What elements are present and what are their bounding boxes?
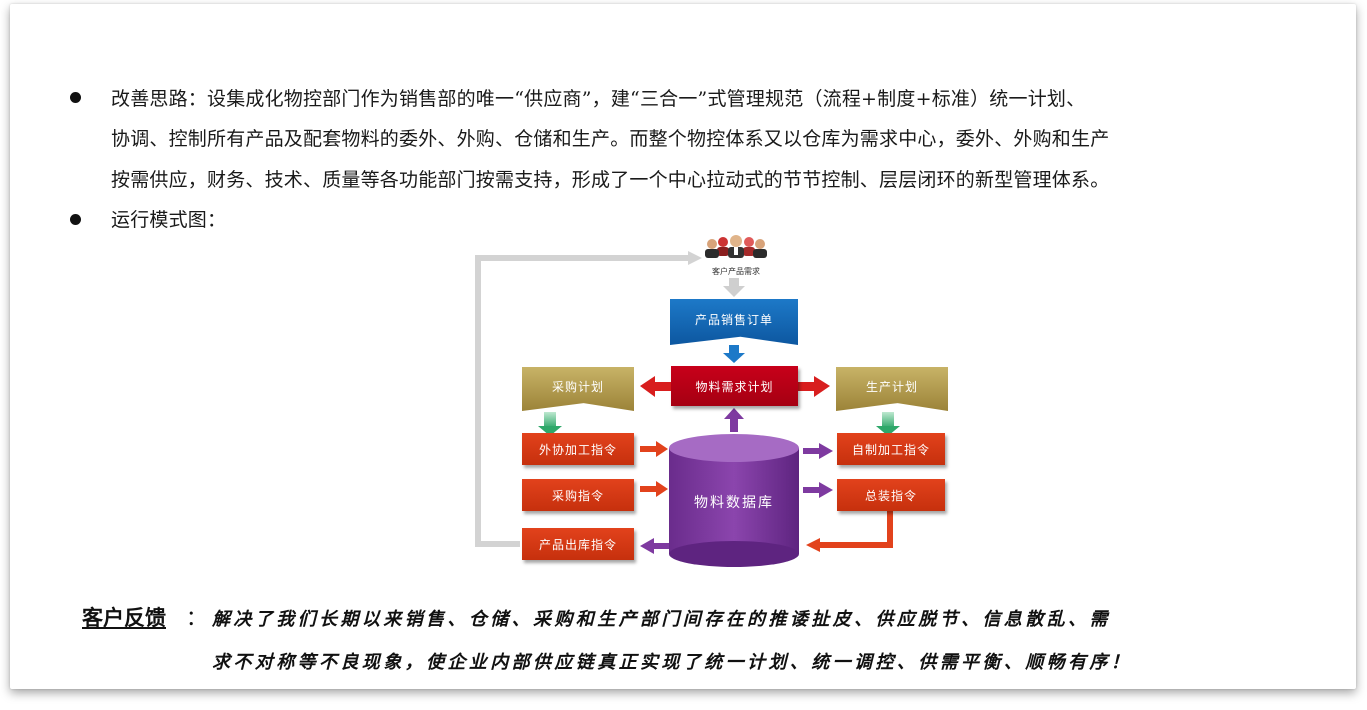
- text-line: 按需供应，财务、技术、质量等各功能部门按需支持，形成了一个中心拉动式的节节控制、…: [111, 169, 1110, 191]
- db-to-assembly-arrow: [803, 482, 833, 498]
- text-line: 运行模式图：: [111, 209, 227, 231]
- mrp-to-purchase-plan-arrow: [640, 376, 671, 397]
- material-database-cylinder: [669, 434, 799, 567]
- feedback-title: 客户反馈: [82, 606, 166, 630]
- stock-out-order-box: 产品出库指令: [522, 528, 634, 560]
- database-label: 物料数据库: [694, 495, 774, 511]
- customer-group-icon: [705, 235, 767, 258]
- production-plan-down-arrow: [876, 412, 900, 436]
- assembly-order-box: 总装指令: [837, 479, 945, 511]
- outsource-to-db-arrow: [640, 441, 668, 457]
- db-to-mrp-arrow: [724, 408, 744, 432]
- purchase-plan-down-arrow: [538, 412, 562, 436]
- text-line: 协调、控制所有产品及配套物料的委外、外购、仓储和生产。而整个物控体系又以仓库为需…: [111, 128, 1110, 150]
- outsource-order-box: 外协加工指令: [522, 433, 634, 465]
- purchase-order-box: 采购指令: [522, 479, 634, 511]
- bullet-dot: [70, 214, 81, 225]
- order-to-mrp-arrow: [723, 345, 745, 363]
- feedback-line-1: 解决了我们长期以来销售、仓储、采购和生产部门间存在的推诿扯皮、供应脱节、信息散乱…: [212, 609, 1111, 630]
- purchase-order-to-db-arrow: [640, 481, 668, 497]
- self-process-order-box: 自制加工指令: [837, 433, 945, 465]
- feedback-colon: ：: [186, 606, 207, 630]
- purchase-plan-box: 采购计划: [522, 367, 634, 411]
- customer-to-order-arrow: [723, 278, 745, 297]
- sales-order-box: 产品销售订单: [670, 299, 798, 345]
- feedback-line-2: 求不对称等不良现象，使企业内部供应链真正实现了统一计划、统一调控、供需平衡、顺畅…: [212, 652, 1133, 673]
- production-plan-box: 生产计划: [836, 367, 948, 411]
- mrp-box: 物料需求计划: [671, 366, 798, 406]
- feedback-loop-arrowhead: [688, 251, 702, 265]
- db-to-stock-out-arrow: [640, 538, 669, 554]
- assembly-to-db-arrow: [806, 508, 893, 552]
- customer-demand-label: 客户产品需求: [712, 267, 760, 276]
- db-to-self-process-arrow: [803, 443, 833, 459]
- slide-card: [10, 4, 1356, 689]
- feedback-loop-line: [475, 255, 690, 547]
- mrp-to-production-plan-arrow: [798, 376, 830, 397]
- bullet-dot: [70, 92, 81, 103]
- text-line: 改善思路：设集成化物控部门作为销售部的唯一“供应商”，建“三合一”式管理规范（流…: [111, 88, 1086, 110]
